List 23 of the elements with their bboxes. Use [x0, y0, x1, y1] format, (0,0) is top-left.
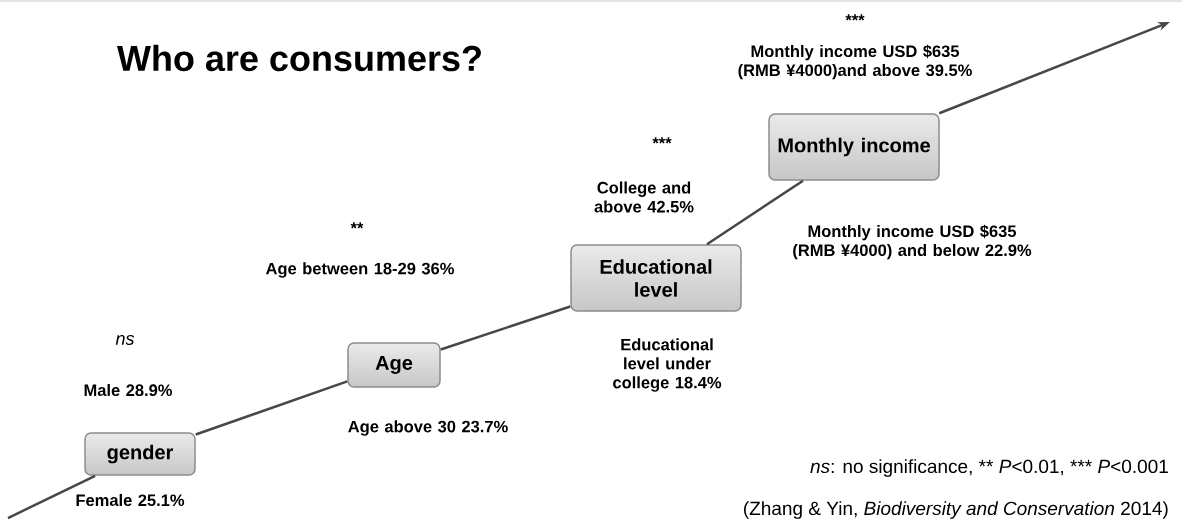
annotation-text: College and above 42.5%	[594, 181, 694, 213]
significance-mark: ***	[652, 137, 672, 144]
significance-mark: ns	[115, 335, 135, 345]
significance-mark: ***	[845, 14, 865, 21]
annotation-text: Female 25.1%	[76, 493, 185, 507]
annotation-text: Age between 18-29 36%	[265, 262, 454, 278]
annotation-text: Educational level under college 18.4%	[613, 338, 722, 392]
connector-line	[706, 179, 804, 246]
connector-line	[7, 474, 96, 520]
title: Who are consumers?	[117, 44, 481, 72]
category-box: Age	[347, 342, 441, 388]
annotation-text: Male 28.9%	[84, 383, 173, 397]
annotation-text: Monthly income USD $635 (RMB ¥4000) and below 22.9%	[793, 224, 1032, 260]
category-box: Monthly income	[768, 113, 940, 181]
annotation-text: Monthly income USD $635 (RMB ¥4000)and above 39.5%	[738, 44, 972, 80]
connector-line	[440, 305, 571, 351]
connector-line	[195, 380, 348, 436]
category-box: gender	[84, 432, 196, 476]
significance-mark: **	[350, 222, 364, 229]
category-box: Educational level	[570, 244, 742, 312]
annotation-text: Age above 30 23.7%	[348, 420, 508, 436]
citation-text: (Zhang & Yin, Biodiversity and Conservation 2014)	[744, 501, 1168, 519]
significance-note: ns: no significance, ** P<0.01, *** P<0.001	[810, 459, 1168, 477]
